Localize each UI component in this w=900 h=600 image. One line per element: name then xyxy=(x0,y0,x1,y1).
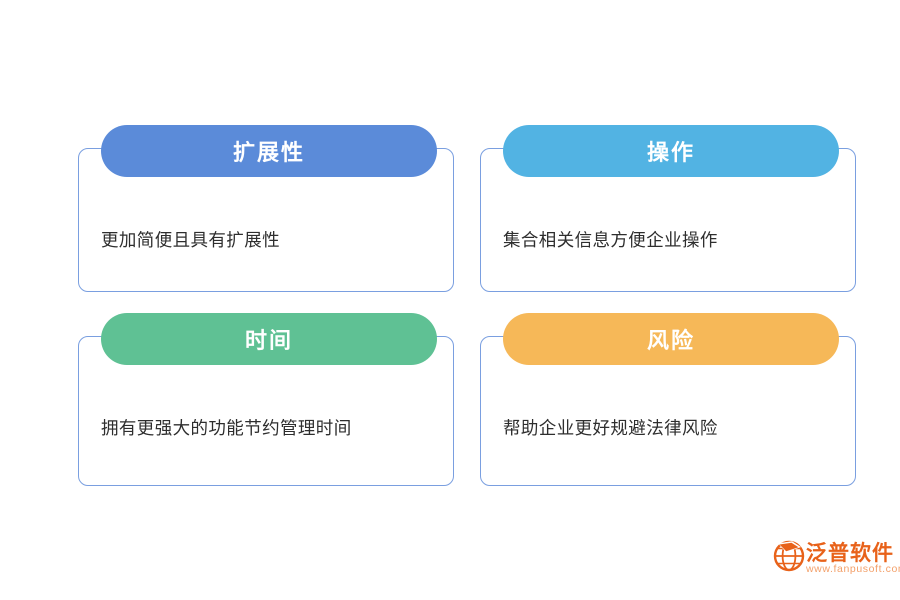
feature-card-title: 扩展性 xyxy=(232,140,305,165)
feature-card-body: 帮助企业更好规避法律风险 xyxy=(503,418,718,438)
feature-card-title: 时间 xyxy=(244,328,293,353)
feature-card-title: 操作 xyxy=(646,140,695,165)
globe-icon xyxy=(773,540,805,572)
feature-card-title-pill: 扩展性 xyxy=(101,125,437,177)
brand-logo: 泛普软件 www.fanpusoft.com xyxy=(772,537,900,583)
feature-card-time: 时间 拥有更强大的功能节约管理时间 xyxy=(78,313,454,486)
feature-card-body: 拥有更强大的功能节约管理时间 xyxy=(101,418,352,438)
brand-name: 泛普软件 xyxy=(806,542,894,565)
feature-card-risk: 风险 帮助企业更好规避法律风险 xyxy=(480,313,856,486)
feature-card-title: 风险 xyxy=(646,328,695,353)
brand-url: www.fanpusoft.com xyxy=(806,563,900,575)
feature-card-extensibility: 扩展性 更加简便且具有扩展性 xyxy=(78,125,454,292)
feature-card-body: 更加简便且具有扩展性 xyxy=(101,230,280,250)
feature-card-title-pill: 风险 xyxy=(503,313,839,365)
feature-card-body: 集合相关信息方便企业操作 xyxy=(503,230,718,250)
feature-card-operation: 操作 集合相关信息方便企业操作 xyxy=(480,125,856,292)
feature-card-title-pill: 时间 xyxy=(101,313,437,365)
feature-card-title-pill: 操作 xyxy=(503,125,839,177)
